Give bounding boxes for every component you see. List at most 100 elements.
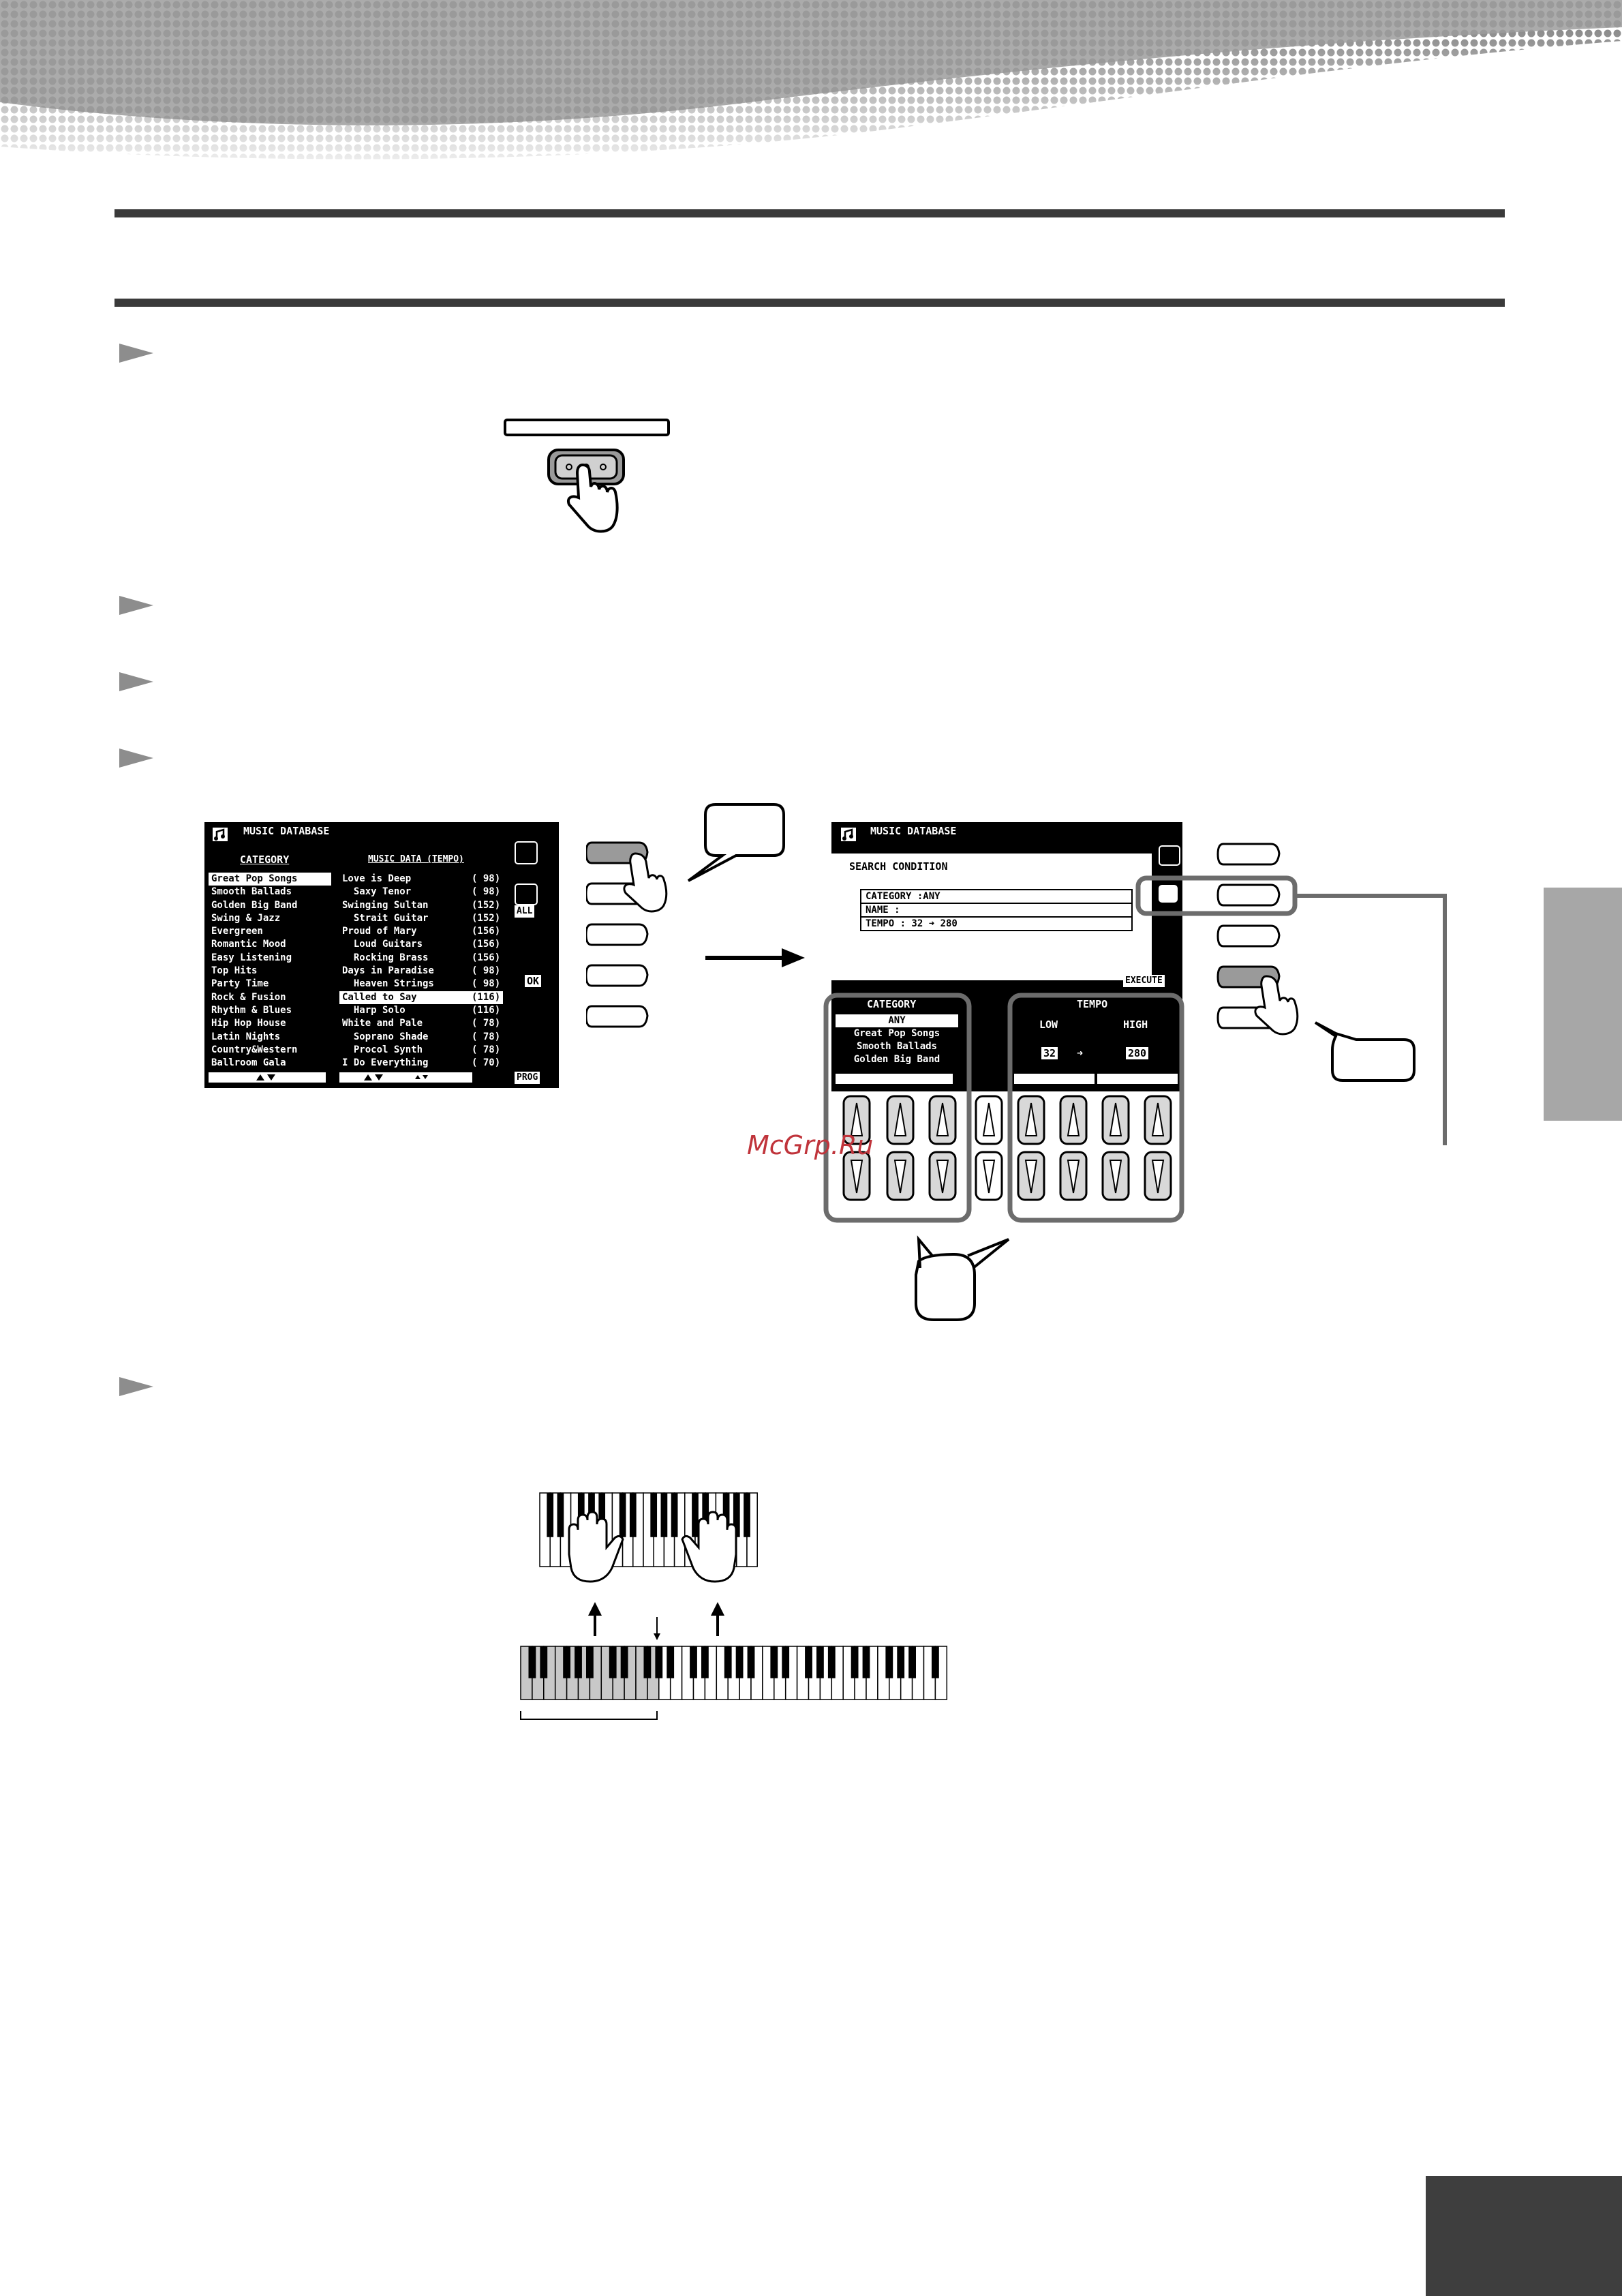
category-item[interactable]: Romantic Mood xyxy=(211,939,286,950)
black-key xyxy=(908,1646,917,1678)
all-label[interactable]: ALL xyxy=(515,905,535,918)
ok-label[interactable]: OK xyxy=(525,975,542,987)
black-key xyxy=(540,1646,548,1678)
song-item[interactable]: Love is Deep xyxy=(342,873,412,884)
black-key xyxy=(885,1646,893,1678)
tempo-item[interactable]: ( 78) xyxy=(472,1018,501,1029)
category-option[interactable]: Smooth Ballads xyxy=(856,1041,937,1052)
tempo-item[interactable]: (156) xyxy=(472,939,501,950)
song-item[interactable]: Rocking Brass xyxy=(342,952,429,963)
song-item[interactable]: Loud Guitars xyxy=(342,939,423,950)
song-item[interactable]: I Do Everything xyxy=(342,1057,429,1069)
tempo-item[interactable]: (152) xyxy=(472,912,501,924)
song-scroll-bar[interactable] xyxy=(339,1072,472,1083)
category-item[interactable]: Swing & Jazz xyxy=(211,912,281,924)
keyboard-split-diagram xyxy=(520,1492,948,1720)
category-option[interactable]: ANY xyxy=(836,1014,958,1027)
category-item[interactable]: Rock & Fusion xyxy=(211,991,286,1003)
category-item[interactable]: Smooth Ballads xyxy=(211,886,292,898)
song-item[interactable]: Procol Synth xyxy=(342,1044,423,1055)
low-scroll-bar[interactable] xyxy=(1014,1074,1095,1084)
category-item[interactable]: Evergreen xyxy=(211,926,263,937)
tempo-item[interactable]: ( 98) xyxy=(472,965,501,977)
screen1-side-buttons[interactable] xyxy=(586,839,722,1043)
category-item[interactable]: Top Hits xyxy=(211,965,258,977)
high-scroll-bar[interactable] xyxy=(1097,1074,1178,1084)
category-item[interactable]: Party Time xyxy=(211,978,269,990)
black-key xyxy=(671,1493,678,1537)
category-item[interactable]: Ballroom Gala xyxy=(211,1057,286,1069)
execute-label[interactable]: EXECUTE xyxy=(1123,975,1165,987)
category-item[interactable]: Great Pop Songs xyxy=(209,873,331,886)
song-item[interactable]: Heaven Strings xyxy=(342,978,434,990)
tempo-item[interactable]: (116) xyxy=(472,1004,501,1016)
step-marker-4 xyxy=(119,749,153,768)
edit-name-icon[interactable] xyxy=(1159,885,1178,903)
category-item[interactable]: Rhythm & Blues xyxy=(211,1004,292,1016)
black-key xyxy=(733,1493,740,1537)
black-key xyxy=(816,1646,824,1678)
field-tempo[interactable]: TEMPO : 32 ➜ 280 xyxy=(866,918,958,929)
mic-icon[interactable] xyxy=(1159,845,1180,866)
tempo-item[interactable]: (116) xyxy=(469,991,503,1004)
song-item[interactable]: White and Pale xyxy=(342,1018,423,1029)
song-item[interactable]: Strait Guitar xyxy=(342,912,429,924)
music-database-icon xyxy=(213,828,228,841)
black-key xyxy=(744,1493,750,1537)
condition-fields[interactable]: CATEGORY :ANY NAME : TEMPO : 32 ➜ 280 xyxy=(860,889,1133,931)
tempo-item[interactable]: ( 78) xyxy=(472,1031,501,1042)
black-key xyxy=(660,1493,668,1537)
tempo-item[interactable]: ( 98) xyxy=(472,978,501,990)
field-category[interactable]: CATEGORY :ANY xyxy=(861,890,1131,904)
lower-keyboard xyxy=(520,1646,948,1700)
screen2-title: MUSIC DATABASE xyxy=(870,825,957,837)
song-item[interactable]: Swinging Sultan xyxy=(342,899,429,911)
tempo-item[interactable]: ( 70) xyxy=(472,1057,501,1069)
screen2-controls[interactable] xyxy=(818,832,1472,1336)
black-key xyxy=(702,1493,709,1537)
high-value[interactable]: 280 xyxy=(1126,1047,1149,1059)
category-scroll-bar-2[interactable] xyxy=(836,1074,953,1084)
category-item[interactable]: Latin Nights xyxy=(211,1031,281,1042)
tempo-item[interactable]: (156) xyxy=(472,926,501,937)
song-item[interactable]: Harp Solo xyxy=(342,1004,406,1016)
section-side-tab xyxy=(1544,888,1622,1121)
search-icon[interactable] xyxy=(515,841,538,864)
category-scroll-bar[interactable] xyxy=(209,1072,326,1083)
tempo-item[interactable]: (152) xyxy=(472,899,501,911)
black-key xyxy=(931,1646,939,1678)
category-option[interactable]: Golden Big Band xyxy=(853,1054,940,1065)
field-name[interactable]: NAME : xyxy=(861,904,1131,918)
low-value[interactable]: 32 xyxy=(1041,1047,1058,1059)
low-label: LOW xyxy=(1039,1018,1058,1031)
song-item[interactable]: Proud of Mary xyxy=(342,926,417,937)
tempo-item[interactable]: ( 98) xyxy=(472,886,501,898)
second-rule xyxy=(114,299,1505,307)
folder-icon[interactable] xyxy=(515,883,538,905)
tempo-item[interactable]: ( 78) xyxy=(472,1044,501,1055)
tempo-item[interactable]: ( 98) xyxy=(472,873,501,884)
black-key xyxy=(575,1646,582,1678)
category-item[interactable]: Golden Big Band xyxy=(211,899,298,911)
category-option[interactable]: Great Pop Songs xyxy=(853,1028,940,1039)
black-key xyxy=(897,1646,905,1678)
music-database-screen: MUSIC DATABASE CATEGORY MUSIC DATA (TEMP… xyxy=(204,822,559,1088)
tempo-item[interactable]: (156) xyxy=(472,952,501,963)
song-item[interactable]: Days in Paradise xyxy=(342,965,434,977)
song-item[interactable]: Saxy Tenor xyxy=(342,886,412,898)
scroll-arrows xyxy=(256,1074,428,1081)
prog-label[interactable]: PROG xyxy=(515,1072,540,1084)
category-item[interactable]: Easy Listening xyxy=(211,952,292,963)
category-header: CATEGORY xyxy=(240,854,290,866)
step-marker-5 xyxy=(119,1377,153,1396)
category-item[interactable]: Country&Western xyxy=(211,1044,298,1055)
black-key xyxy=(598,1493,606,1537)
category-item[interactable]: Hip Hop House xyxy=(211,1018,286,1029)
top-rule xyxy=(114,209,1505,217)
tempo-header: TEMPO xyxy=(1077,998,1108,1010)
song-item[interactable]: Soprano Shade xyxy=(342,1031,429,1042)
song-item[interactable]: Called to Say xyxy=(339,991,469,1004)
